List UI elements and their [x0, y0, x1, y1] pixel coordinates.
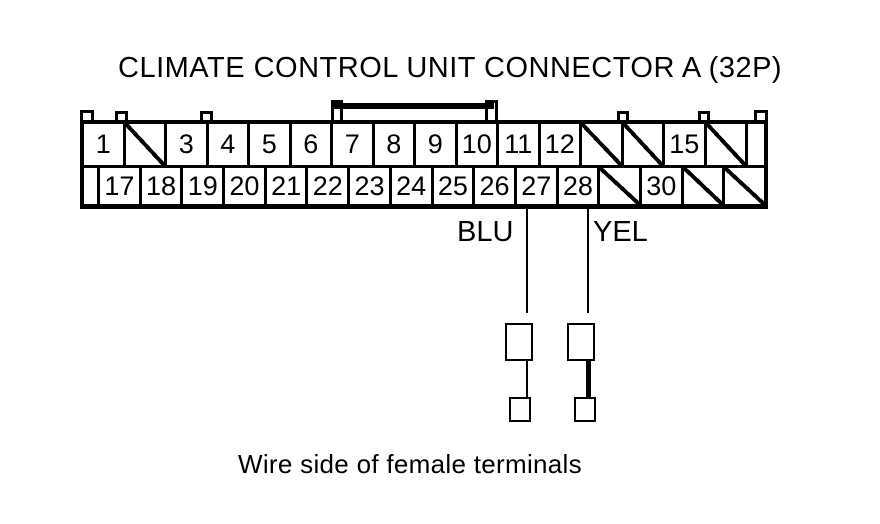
pin-cell-25: 25 [434, 168, 476, 204]
unused-pin-cell [725, 168, 764, 204]
wire-27-lower [526, 361, 528, 397]
pin-cell-10: 10 [458, 124, 499, 165]
pin-cell-27: 27 [517, 168, 559, 204]
housing-end-cell [748, 124, 764, 165]
unused-pin-cell [706, 124, 748, 165]
pin-cell-9: 9 [416, 124, 458, 165]
pin-cell-11: 11 [499, 124, 541, 165]
wire-color-label-yel: YEL [593, 216, 648, 248]
pin-cell-7: 7 [333, 124, 375, 165]
pin-cell-28: 28 [559, 168, 601, 204]
pin-cell-23: 23 [350, 168, 392, 204]
pin-cell-22: 22 [308, 168, 351, 204]
pin-cell-24: 24 [392, 168, 434, 204]
pin-cell-6: 6 [292, 124, 333, 165]
unused-pin-cell [125, 124, 167, 165]
unused-pin-cell [623, 124, 665, 165]
diagram-title: CLIMATE CONTROL UNIT CONNECTOR A (32P) [118, 52, 783, 84]
pin-cell-19: 19 [183, 168, 226, 204]
pin-cell-17: 17 [100, 168, 142, 204]
pin-cell-3: 3 [167, 124, 209, 165]
pin-cell-4: 4 [209, 124, 250, 165]
pin-cell-20: 20 [225, 168, 267, 204]
housing-end-cell [84, 168, 100, 204]
pin-cell-5: 5 [250, 124, 292, 165]
pin-cell-1: 1 [84, 124, 126, 165]
wire-27 [526, 206, 528, 313]
pin-cell-30: 30 [642, 168, 684, 204]
pin-cell-18: 18 [142, 168, 184, 204]
terminal-28-end-box [574, 397, 596, 422]
row-divider [84, 165, 764, 168]
unused-pin-cell [683, 168, 726, 204]
pin-cell-12: 12 [541, 124, 582, 165]
pin-cell-21: 21 [267, 168, 309, 204]
terminal-27-connector-box [505, 323, 533, 361]
wire-28-lower [586, 361, 591, 405]
pin-cell-26: 26 [475, 168, 517, 204]
pin-cell-8: 8 [375, 124, 416, 165]
latch-bar [334, 103, 494, 109]
terminal-27-end-box [509, 397, 531, 422]
pin-cell-15: 15 [665, 124, 707, 165]
diagram-caption: Wire side of female terminals [238, 449, 582, 479]
wire-color-label-blu: BLU [457, 216, 514, 248]
wire-28 [587, 206, 589, 313]
terminal-28-connector-box [567, 323, 595, 361]
unused-pin-cell [582, 124, 624, 165]
unused-pin-cell [600, 168, 642, 204]
